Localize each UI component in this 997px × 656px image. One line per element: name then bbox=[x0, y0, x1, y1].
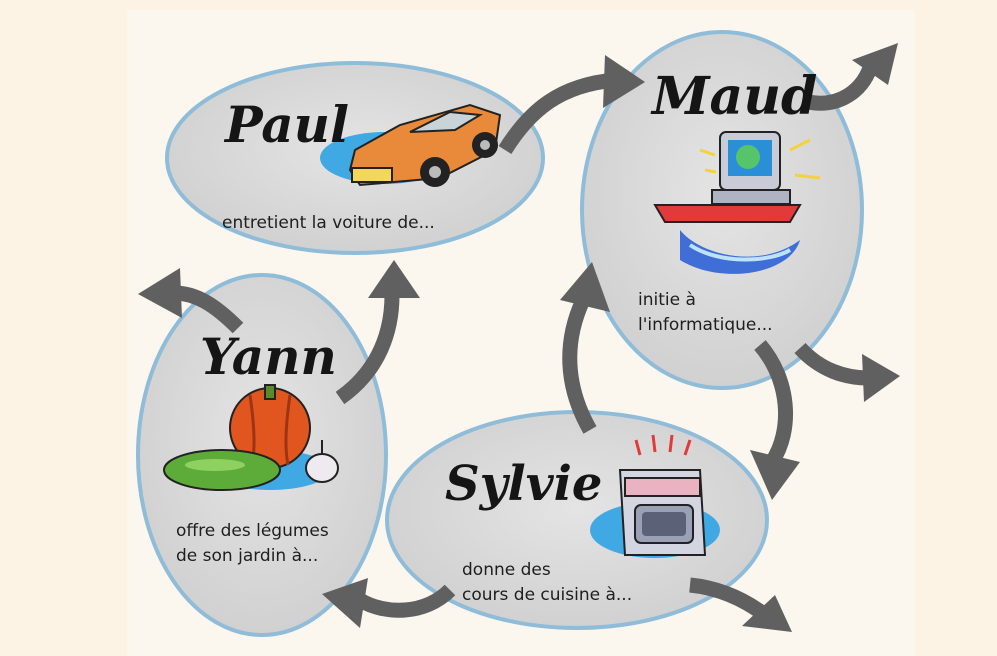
yann-desc-line2: de son jardin à... bbox=[176, 546, 318, 566]
stove-icon bbox=[590, 434, 720, 558]
computer-icon bbox=[653, 131, 821, 274]
edge-maud-to-outside-right bbox=[794, 342, 900, 402]
maud-desc-line2: l'informatique... bbox=[638, 315, 773, 335]
yann-name: Yann bbox=[200, 327, 337, 386]
sylvie-desc-line1: donne des bbox=[462, 560, 551, 580]
sylvie-desc-line2: cours de cuisine à... bbox=[462, 585, 632, 605]
edge-yann-to-paul bbox=[335, 260, 420, 405]
maud-name: Maud bbox=[650, 66, 817, 127]
vegetables-icon bbox=[163, 384, 339, 491]
edge-arrows bbox=[138, 43, 900, 632]
edge-yann-to-outside bbox=[138, 268, 244, 334]
yann-desc-line1: offre des légumes bbox=[176, 521, 329, 541]
paul-desc-line1: entretient la voiture de... bbox=[222, 213, 435, 233]
edge-paul-to-maud bbox=[498, 55, 645, 155]
edge-maud-to-outside-top bbox=[806, 43, 898, 111]
sylvie-name: Sylvie bbox=[445, 456, 602, 512]
edge-sylvie-to-yann bbox=[322, 578, 456, 628]
paul-name: Paul bbox=[223, 95, 349, 154]
maud-desc-line1: initie à bbox=[638, 290, 696, 310]
edge-sylvie-to-maud bbox=[560, 262, 610, 434]
edge-sylvie-to-outside bbox=[689, 577, 792, 632]
car-icon bbox=[320, 103, 502, 187]
edge-maud-to-sylvie bbox=[750, 340, 800, 500]
